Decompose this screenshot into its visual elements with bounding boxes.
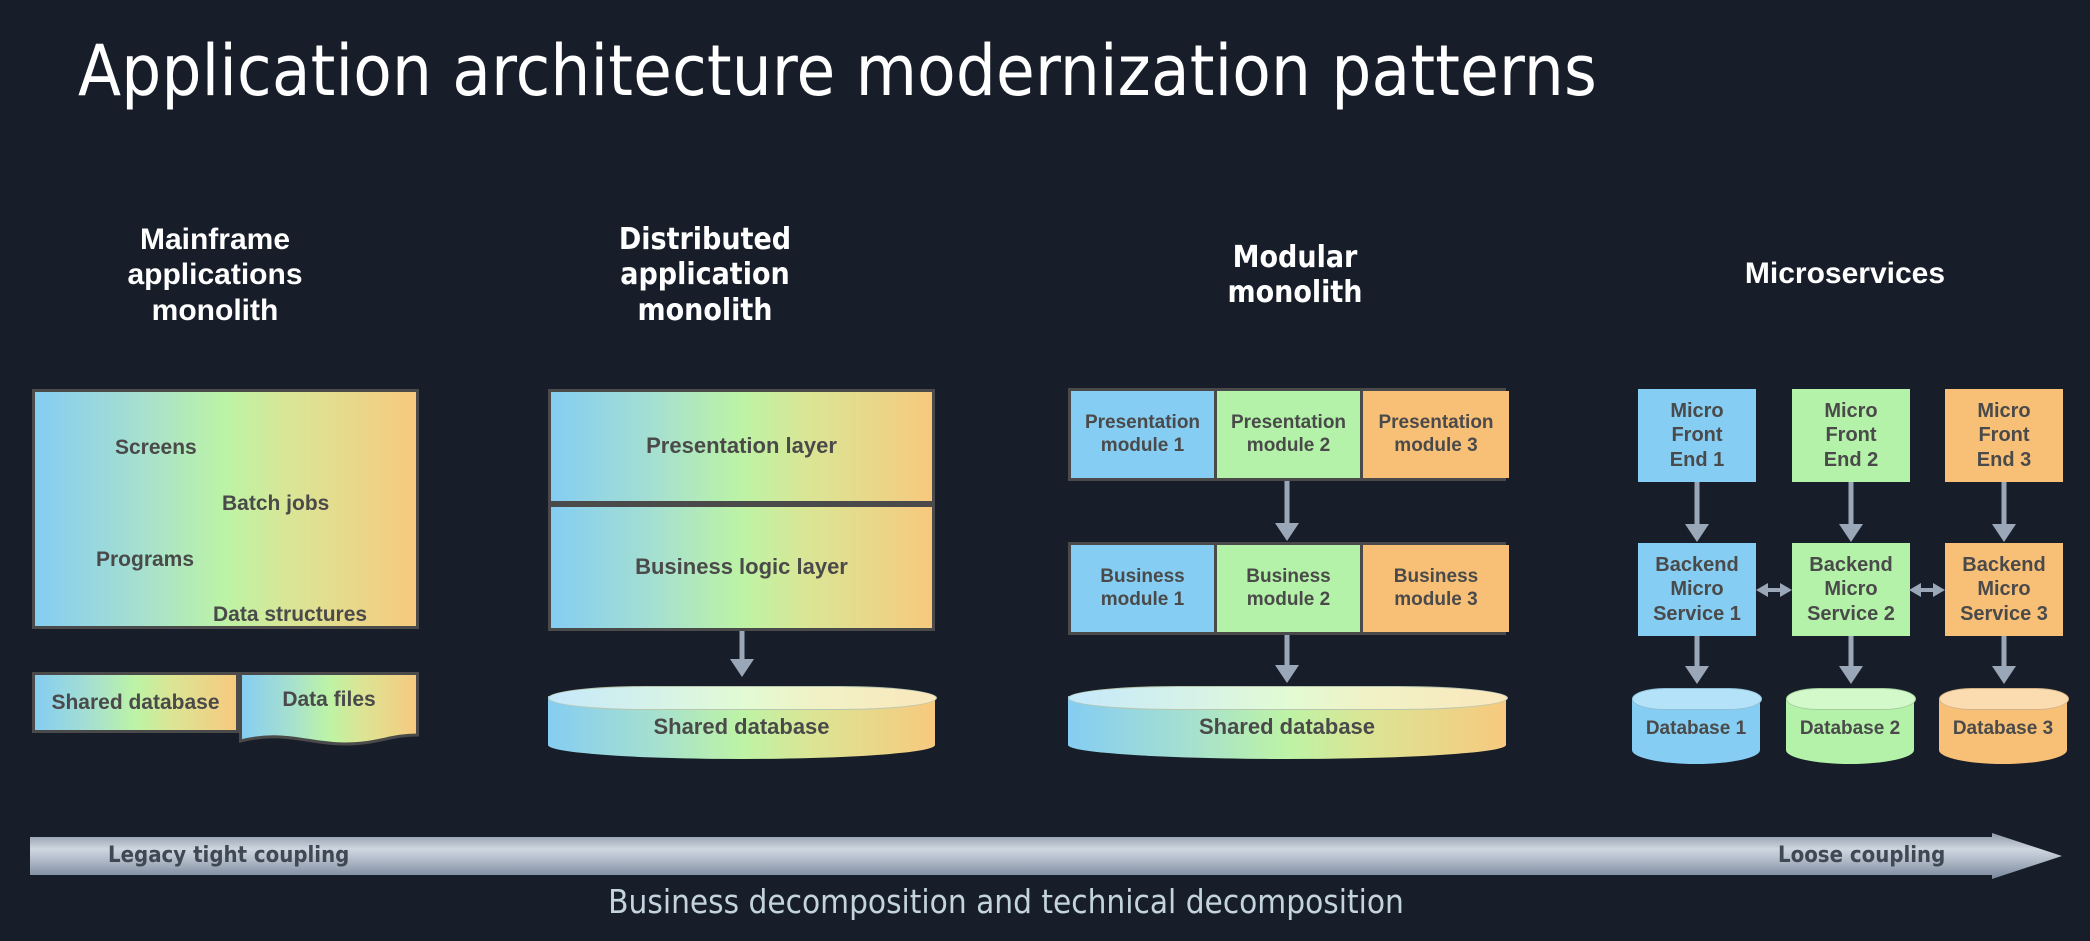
- backend-micro-service-2: Backend Micro Service 2: [1792, 543, 1910, 636]
- distributed-shared-database-cylinder: Shared database: [548, 686, 937, 759]
- coupling-spectrum-arrow: [30, 833, 2062, 879]
- column-heading-modular: Modular monolith: [1227, 240, 1363, 311]
- column-heading-microservices: Microservices: [1744, 257, 1946, 290]
- backend-micro-service-1: Backend Micro Service 1: [1638, 543, 1756, 636]
- micro-front-end-3: Micro Front End 3: [1945, 389, 2063, 482]
- presentation-module-2: Presentation module 2: [1217, 391, 1363, 478]
- database-3-label: Database 3: [1952, 718, 2054, 739]
- monolith-label-programs: Programs: [96, 548, 195, 571]
- distributed-shared-database-label: Shared database: [653, 714, 830, 739]
- presentation-modules-group: Presentation module 1 Presentation modul…: [1068, 388, 1509, 481]
- presentation-layer-box: Presentation layer: [548, 389, 935, 504]
- spectrum-left-label: Legacy tight coupling: [108, 843, 350, 868]
- column-heading-mainframe: Mainframe applications monolith: [127, 223, 303, 327]
- business-modules-group: Business module 1 Business module 2 Busi…: [1068, 542, 1509, 635]
- arrow-logic-to-database-2: [726, 631, 758, 684]
- column-heading-distributed: Distributed application monolith: [618, 222, 792, 328]
- arrow-frontend-2-to-backend-2: [1835, 482, 1867, 549]
- page-title: Application architecture modernization p…: [78, 30, 1598, 112]
- business-logic-layer-box: Business logic layer: [548, 504, 935, 631]
- arrow-backend-2-to-backend-3-bidirectional: [1909, 578, 1945, 607]
- mainframe-monolith-block: [32, 389, 419, 629]
- arrow-backend-2-to-database-2: [1835, 636, 1867, 691]
- arrow-frontend-1-to-backend-1: [1681, 482, 1713, 549]
- presentation-module-1: Presentation module 1: [1071, 391, 1217, 478]
- database-3-cylinder: Database 3: [1939, 688, 2069, 764]
- arrow-business-to-database-3: [1271, 635, 1303, 690]
- data-files-wave-icon: [239, 672, 419, 746]
- arrow-presentation-to-business-modules: [1271, 481, 1303, 548]
- database-2-cylinder: Database 2: [1786, 688, 1916, 764]
- arrow-frontend-3-to-backend-3: [1988, 482, 2020, 549]
- database-1-label: Database 1: [1645, 718, 1747, 739]
- modular-shared-database-cylinder: Shared database: [1068, 686, 1508, 759]
- micro-front-end-1: Micro Front End 1: [1638, 389, 1756, 482]
- monolith-label-data-structures: Data structures: [213, 603, 368, 626]
- arrow-backend-1-to-database-1: [1681, 636, 1713, 691]
- monolith-label-screens: Screens: [115, 436, 197, 459]
- database-1-cylinder: Database 1: [1632, 688, 1762, 764]
- micro-front-end-2: Micro Front End 2: [1792, 389, 1910, 482]
- spectrum-right-label: Loose coupling: [1778, 843, 1946, 868]
- diagram-caption: Business decomposition and technical dec…: [608, 882, 1404, 921]
- presentation-module-3: Presentation module 3: [1363, 391, 1509, 478]
- arrow-backend-1-to-backend-2-bidirectional: [1756, 578, 1792, 607]
- business-module-2: Business module 2: [1217, 545, 1363, 632]
- database-2-label: Database 2: [1799, 718, 1901, 739]
- mainframe-shared-database-box: Shared database: [32, 672, 239, 733]
- mainframe-data-files-label: Data files: [282, 688, 376, 711]
- backend-micro-service-3: Backend Micro Service 3: [1945, 543, 2063, 636]
- modular-shared-database-label: Shared database: [1198, 714, 1376, 739]
- arrow-backend-3-to-database-3: [1988, 636, 2020, 691]
- business-module-1: Business module 1: [1071, 545, 1217, 632]
- mainframe-data-files-shape: Data files: [239, 672, 419, 752]
- business-module-3: Business module 3: [1363, 545, 1509, 632]
- monolith-label-batch-jobs: Batch jobs: [222, 492, 330, 515]
